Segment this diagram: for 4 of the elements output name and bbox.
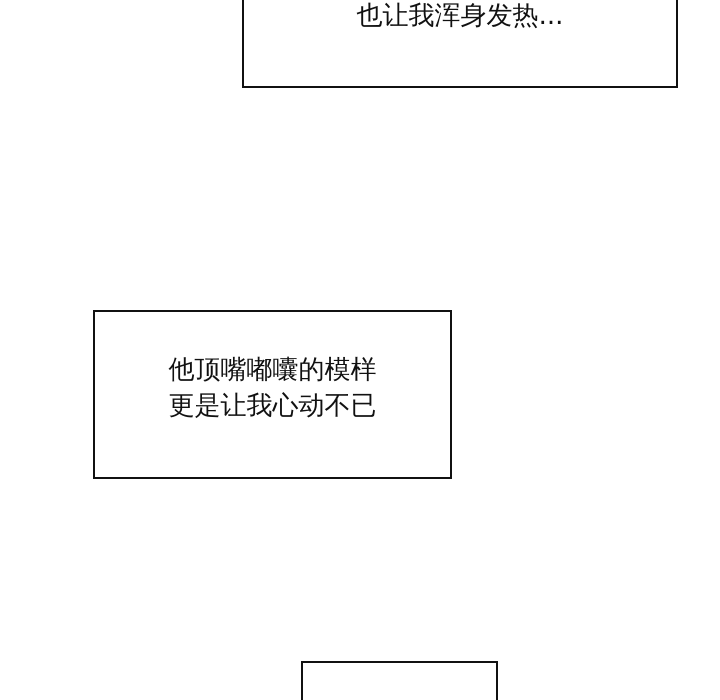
caption-text: 他顶嘴嘟囔的模样更是让我心动不已 — [168, 355, 376, 421]
caption-text: 也让我浑身发热... — [356, 1, 564, 31]
caption-box — [242, 0, 678, 88]
caption-box — [93, 310, 452, 479]
